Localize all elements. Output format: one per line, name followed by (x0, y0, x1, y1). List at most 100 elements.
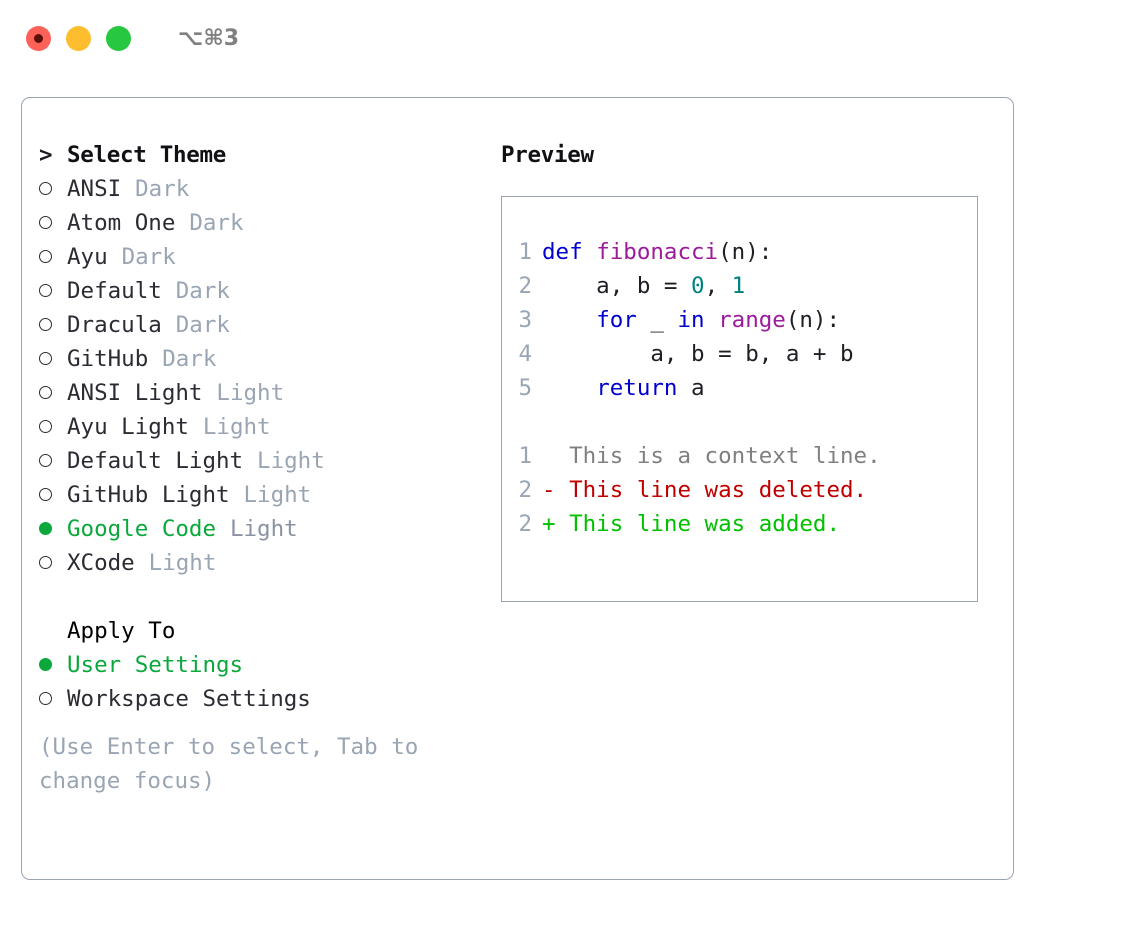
diff-marker: + (542, 511, 556, 537)
code-token-pl: a (677, 375, 705, 401)
theme-name-label: Google Code (67, 516, 217, 542)
radio-unselected-icon[interactable] (39, 308, 67, 342)
code-token-kw: in (677, 307, 705, 333)
keyboard-shortcut-label: ⌥⌘3 (178, 25, 240, 51)
code-token-num: 1 (731, 273, 746, 299)
code-line-text: for _ in range(n): (542, 303, 840, 337)
theme-name-label: GitHub (67, 346, 149, 372)
apply-to-heading-label: Apply To (67, 618, 176, 644)
radio-unselected-icon[interactable] (39, 444, 67, 478)
apply-to-item[interactable]: User Settings (39, 648, 489, 682)
close-button[interactable] (26, 25, 51, 51)
select-theme-heading: > Select Theme (39, 138, 489, 172)
theme-variant-label: Light (148, 550, 217, 576)
minimize-button[interactable] (66, 25, 91, 51)
radio-unselected-icon[interactable] (39, 376, 67, 410)
maximize-button[interactable] (106, 25, 131, 51)
code-line-number: 2 (518, 273, 532, 299)
theme-name-label: Atom One (67, 210, 176, 236)
code-token-kw: return (596, 375, 678, 401)
code-token-pl (542, 375, 596, 401)
radio-unselected-icon[interactable] (39, 682, 67, 716)
radio-unselected-icon[interactable] (39, 410, 67, 444)
code-token-num: 0 (691, 273, 705, 299)
diff-line-text: This line was added. (555, 511, 841, 537)
code-token-pl (583, 239, 597, 265)
diff-line-text: This is a context line. (555, 443, 881, 469)
radio-unselected-icon[interactable] (39, 172, 67, 206)
code-line: 4 a, b = b, a + b (502, 337, 977, 371)
diff-line-number: 2 (518, 511, 532, 537)
code-line: 5 return a (502, 371, 977, 405)
apply-to-item[interactable]: Workspace Settings (39, 682, 489, 716)
theme-variant-label: Dark (162, 346, 217, 372)
theme-name-label: ANSI (67, 176, 122, 202)
section-spacer (39, 580, 489, 614)
code-token-pl: (n): (785, 307, 841, 333)
diff-marker: - (542, 477, 556, 503)
code-token-fn: range (718, 307, 786, 333)
theme-list-item[interactable]: Atom One Dark (39, 206, 489, 240)
preview-title: Preview (501, 142, 594, 168)
radio-unselected-icon[interactable] (39, 342, 67, 376)
code-line-number: 3 (518, 307, 532, 333)
theme-variant-label: Dark (121, 244, 176, 270)
radio-selected-icon[interactable] (39, 512, 67, 546)
code-line-number: 4 (518, 341, 532, 367)
code-line-text: a, b = b, a + b (542, 337, 854, 371)
keyboard-hint-text: (Use Enter to select, Tab to change focu… (39, 734, 419, 794)
diff-line: 2 + This line was added. (502, 507, 977, 541)
code-token-pl: , (704, 273, 732, 299)
theme-list-item[interactable]: GitHub Dark (39, 342, 489, 376)
code-line-text: a, b = 0, 1 (542, 269, 745, 303)
radio-unselected-icon[interactable] (39, 206, 67, 240)
radio-unselected-icon[interactable] (39, 546, 67, 580)
radio-unselected-icon[interactable] (39, 478, 67, 512)
code-token-pl (705, 307, 719, 333)
diff-line: 1 This is a context line. (502, 439, 977, 473)
code-token-kw: for (596, 307, 637, 333)
code-line: 3 for _ in range(n): (502, 303, 977, 337)
theme-name-label: Default (67, 278, 162, 304)
code-token-pl (542, 307, 596, 333)
theme-name-label: Dracula (67, 312, 162, 338)
theme-variant-label: Dark (189, 210, 244, 236)
radio-unselected-icon[interactable] (39, 240, 67, 274)
theme-list-item[interactable]: Default Light Light (39, 444, 489, 478)
theme-variant-label: Dark (175, 278, 230, 304)
diff-line-number: 2 (518, 477, 532, 503)
code-line-number: 1 (518, 239, 532, 265)
theme-name-label: GitHub Light (67, 482, 230, 508)
apply-to-label: Workspace Settings (67, 686, 311, 712)
theme-name-label: Default Light (67, 448, 244, 474)
theme-list-item[interactable]: ANSI Dark (39, 172, 489, 206)
theme-list-item[interactable]: Default Dark (39, 274, 489, 308)
theme-variant-label: Light (257, 448, 325, 474)
diff-marker (542, 439, 556, 473)
radio-selected-icon[interactable] (39, 648, 67, 682)
code-diff-gap (502, 405, 977, 439)
diff-line-number: 1 (518, 443, 532, 469)
code-token-pl: a, b = b, a + b (542, 341, 854, 367)
theme-list-item[interactable]: ANSI Light Light (39, 376, 489, 410)
select-theme-heading-label: Select Theme (67, 142, 226, 168)
code-token-pl: _ (636, 307, 678, 333)
theme-variant-label: Dark (135, 176, 190, 202)
theme-name-label: ANSI Light (67, 380, 203, 406)
theme-variant-label: Light (216, 380, 285, 406)
radio-unselected-icon[interactable] (39, 274, 67, 308)
code-line: 2 a, b = 0, 1 (502, 269, 977, 303)
code-line-number: 5 (518, 375, 532, 401)
